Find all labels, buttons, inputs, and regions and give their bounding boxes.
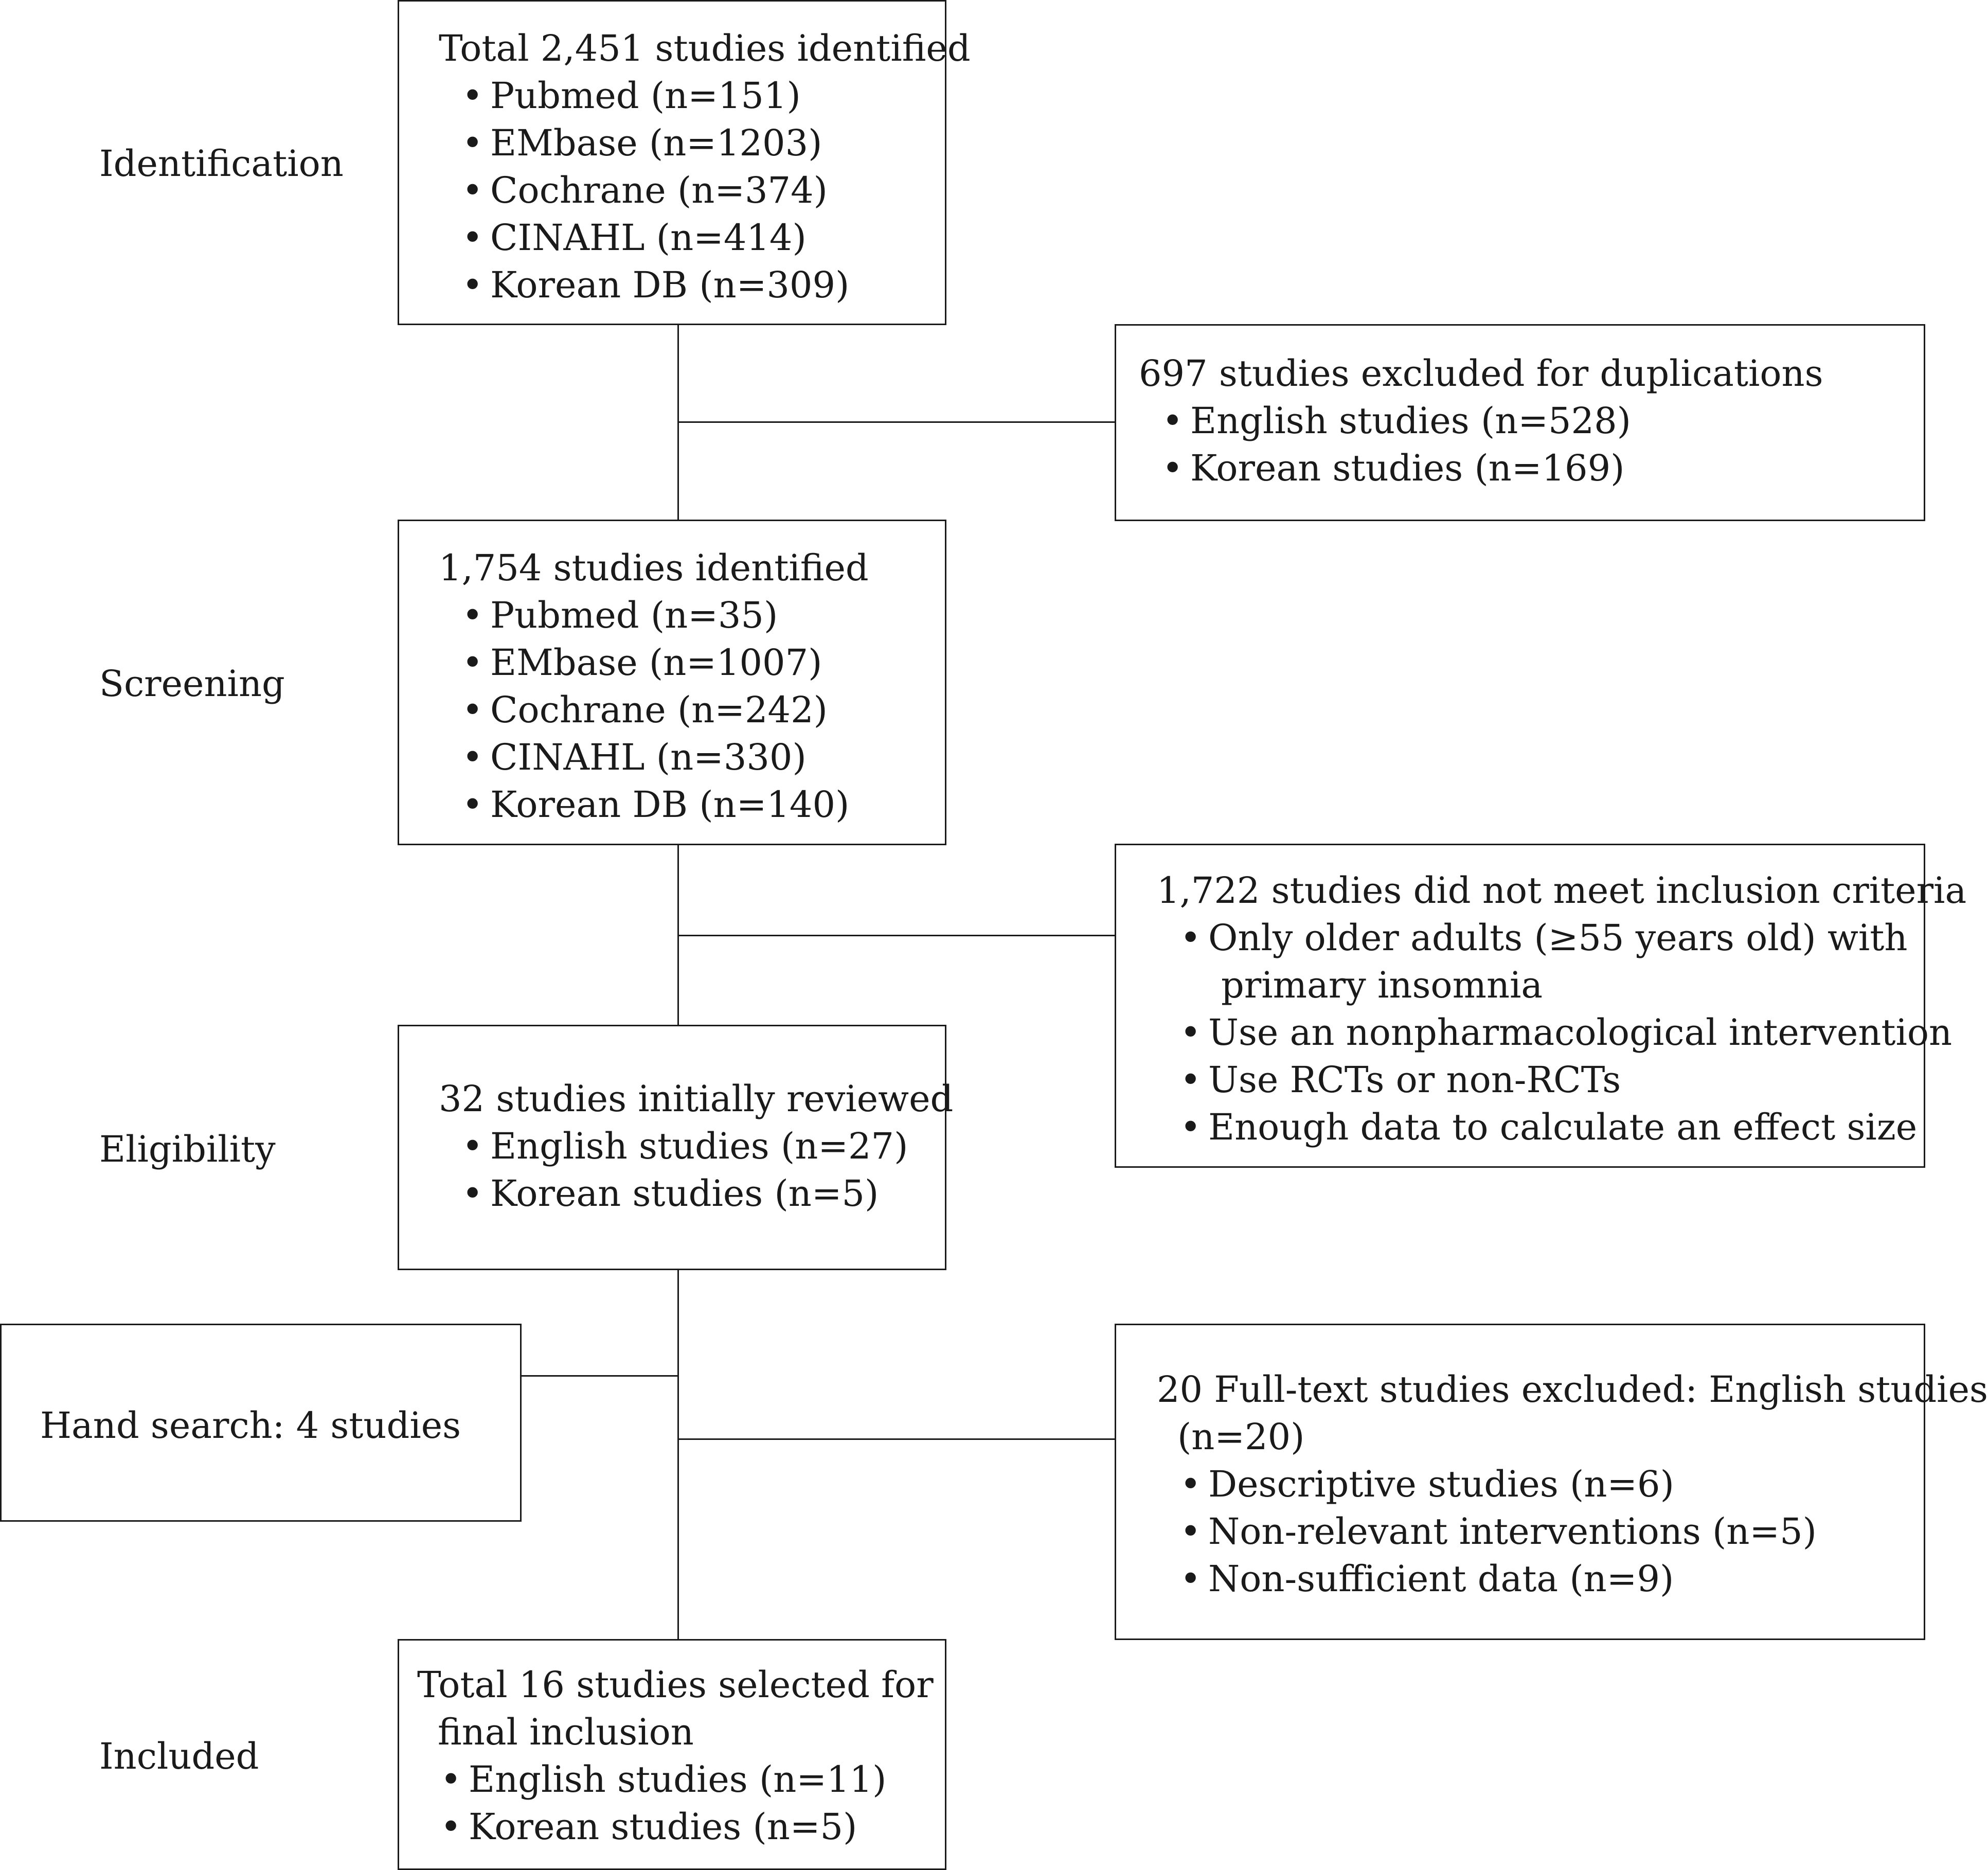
list-item: •Use an nonpharmacological intervention <box>1157 1009 1966 1056</box>
list-item: •Enough data to calculate an effect size <box>1157 1103 1966 1151</box>
criteria-box-content: 1,722 studies did not meet inclusion cri… <box>1157 867 1966 1151</box>
fulltext-title: 20 Full-text studies excluded: English s… <box>1157 1368 1988 1411</box>
included-title: Total 16 studies selected for <box>417 1664 934 1706</box>
criteria-box: 1,722 studies did not meet inclusion cri… <box>1115 844 1966 1168</box>
identified-box: Total 2,451 studies identified •Pubmed (… <box>398 0 971 325</box>
list-item: •Use RCTs or non-RCTs <box>1157 1056 1966 1103</box>
fulltext-excluded-box: 20 Full-text studies excluded: English s… <box>1115 1324 1988 1640</box>
list-item: •Korean studies (n=5) <box>439 1170 953 1217</box>
bullet-icon: • <box>1180 1558 1202 1600</box>
stage-label-included: Included <box>99 1735 259 1777</box>
list-item: •Korean DB (n=140) <box>439 781 869 828</box>
bullet-icon: • <box>462 1125 483 1167</box>
bullet-icon: • <box>1180 1463 1202 1505</box>
fulltext-box-content: 20 Full-text studies excluded: English s… <box>1157 1366 1988 1602</box>
list-item: •EMbase (n=1007) <box>439 639 869 686</box>
list-item: •CINAHL (n=414) <box>439 214 971 261</box>
eligibility-box-content: 32 studies initially reviewed •English s… <box>439 1075 953 1217</box>
connector-identified-to-screening <box>677 324 679 521</box>
identified-box-content: Total 2,451 studies identified •Pubmed (… <box>439 25 971 309</box>
list-item-continuation: primary insomnia <box>1221 964 1543 1006</box>
criteria-title: 1,722 studies did not meet inclusion cri… <box>1157 869 1967 912</box>
hand-search-text: Hand search: 4 studies <box>40 1404 461 1447</box>
bullet-icon: • <box>1180 1106 1202 1148</box>
bullet-icon: • <box>462 217 483 259</box>
bullet-icon: • <box>1162 447 1184 489</box>
identified-title: Total 2,451 studies identified <box>439 27 971 69</box>
list-item: •Korean studies (n=5) <box>417 1803 934 1850</box>
list-item: •Non-sufficient data (n=9) <box>1157 1555 1988 1602</box>
duplicates-title: 697 studies excluded for duplications <box>1139 352 1823 395</box>
screening-box: 1,754 studies identified •Pubmed (n=35) … <box>398 520 946 845</box>
connector-to-criteria <box>679 935 1116 936</box>
bullet-icon: • <box>1162 400 1184 442</box>
list-item: •Pubmed (n=151) <box>439 72 971 119</box>
bullet-icon: • <box>1180 1011 1202 1054</box>
screening-title: 1,754 studies identified <box>439 547 869 589</box>
connector-eligibility-to-included <box>677 1269 679 1639</box>
bullet-icon: • <box>440 1806 462 1848</box>
connector-to-duplicates <box>679 421 1116 423</box>
bullet-icon: • <box>462 1172 483 1215</box>
connector-to-fulltext <box>679 1438 1116 1440</box>
bullet-icon: • <box>462 642 483 684</box>
connector-screening-to-eligibility <box>677 844 679 1026</box>
stage-label-identification: Identification <box>99 143 344 185</box>
bullet-icon: • <box>1180 1059 1202 1101</box>
list-item: •Korean studies (n=169) <box>1139 444 1823 492</box>
duplicates-box: 697 studies excluded for duplications •E… <box>1115 324 1925 521</box>
list-item: •Non-relevant interventions (n=5) <box>1157 1508 1988 1555</box>
list-item: •Only older adults (≥55 years old) with <box>1157 914 1966 961</box>
screening-box-content: 1,754 studies identified •Pubmed (n=35) … <box>439 544 869 828</box>
list-item: •Descriptive studies (n=6) <box>1157 1461 1988 1508</box>
bullet-icon: • <box>462 783 483 826</box>
bullet-icon: • <box>462 122 483 164</box>
list-item: •Cochrane (n=242) <box>439 686 869 734</box>
duplicates-box-content: 697 studies excluded for duplications •E… <box>1139 350 1823 492</box>
list-item: •English studies (n=27) <box>439 1123 953 1170</box>
bullet-icon: • <box>1180 1510 1202 1553</box>
fulltext-title-continuation: (n=20) <box>1177 1416 1305 1458</box>
included-box-content: Total 16 studies selected for final incl… <box>417 1661 934 1850</box>
bullet-icon: • <box>462 75 483 117</box>
bullet-icon: • <box>462 169 483 211</box>
stage-label-screening: Screening <box>99 663 285 705</box>
bullet-icon: • <box>1180 917 1202 959</box>
stage-label-eligibility: Eligibility <box>99 1128 276 1170</box>
bullet-icon: • <box>462 264 483 306</box>
list-item: •CINAHL (n=330) <box>439 734 869 781</box>
bullet-icon: • <box>462 689 483 731</box>
list-item: •Cochrane (n=374) <box>439 167 971 214</box>
included-box: Total 16 studies selected for final incl… <box>398 1639 946 1870</box>
list-item: •Korean DB (n=309) <box>439 261 971 309</box>
eligibility-box: 32 studies initially reviewed •English s… <box>398 1025 953 1270</box>
list-item: •Pubmed (n=35) <box>439 592 869 639</box>
connector-from-hand-search <box>520 1375 679 1377</box>
eligibility-title: 32 studies initially reviewed <box>439 1078 954 1120</box>
list-item: •English studies (n=11) <box>417 1756 934 1803</box>
hand-search-box: Hand search: 4 studies <box>0 1324 522 1522</box>
list-item: •English studies (n=528) <box>1139 397 1823 444</box>
bullet-icon: • <box>462 736 483 778</box>
bullet-icon: • <box>440 1758 462 1801</box>
list-item: •EMbase (n=1203) <box>439 119 971 167</box>
bullet-icon: • <box>462 594 483 636</box>
included-title-continuation: final inclusion <box>438 1711 694 1753</box>
